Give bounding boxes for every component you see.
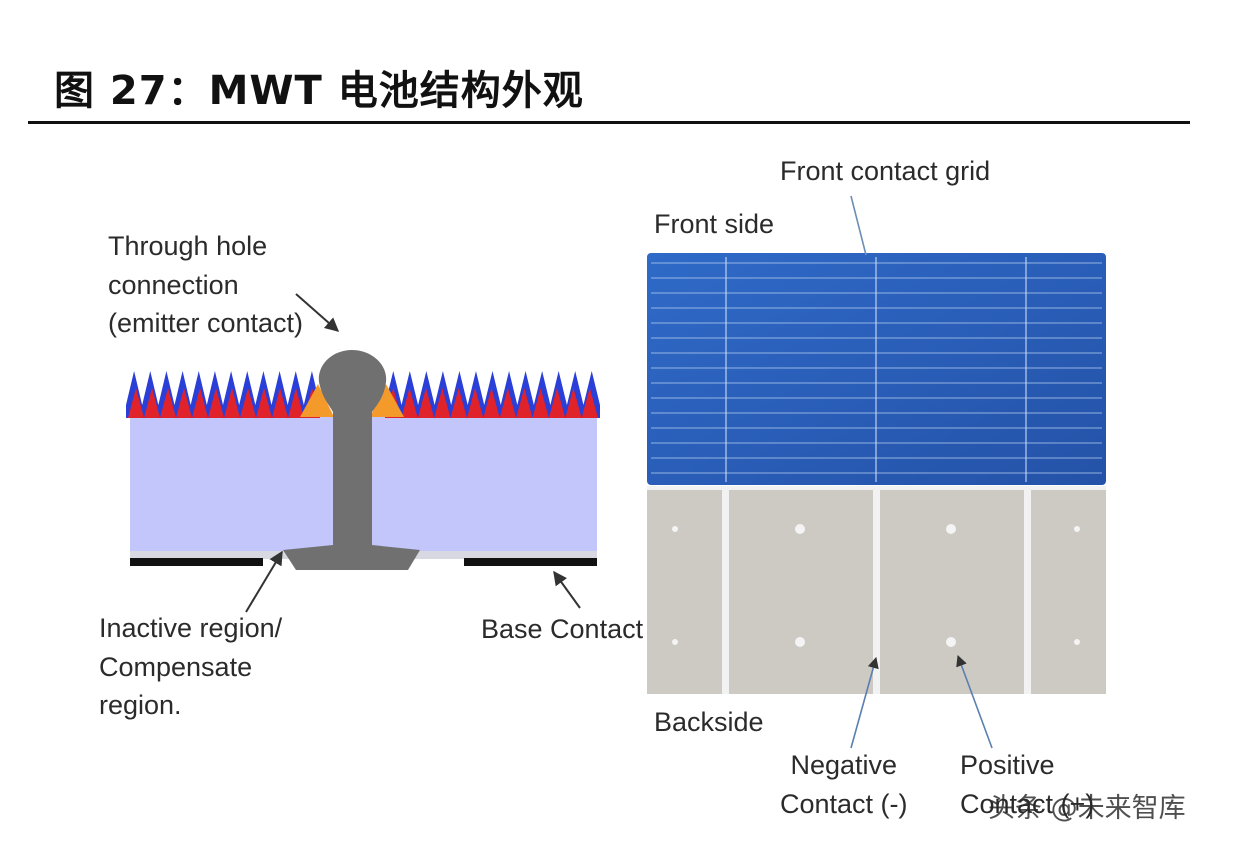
passivation-right: [370, 384, 404, 417]
front-grid-pointer: [850, 195, 867, 256]
positive-contact-label: Positive Contact (+): [960, 750, 1095, 819]
cell-cross-section: [126, 350, 600, 570]
positive-contact-arrow: [956, 654, 993, 749]
negative-contact-label: Negative Contact (-): [780, 750, 908, 819]
contact-dot: [795, 637, 805, 647]
base-contact-label: Base Contact: [481, 614, 644, 644]
contact-dot: [795, 524, 805, 534]
backside-panel: [647, 486, 1106, 694]
contact-dot: [672, 526, 678, 532]
inactive-region-label: Inactive region/ Compensate region.: [99, 613, 283, 720]
front-busbars: [725, 257, 1027, 482]
inactive-region-arrow: [245, 550, 283, 613]
base-contact-left: [130, 558, 263, 566]
front-contact-grid-label: Front contact grid: [780, 156, 991, 186]
base-contact-right: [464, 558, 597, 566]
emitter-red-layer: [128, 388, 598, 418]
watermark: 头条 @未来智库: [988, 793, 1186, 824]
backside-segment: [880, 490, 1024, 694]
contact-dot: [1074, 639, 1080, 645]
negative-contact-arrow: [850, 656, 879, 749]
base-contact-arrow: [553, 570, 581, 609]
contact-dot: [1074, 526, 1080, 532]
title-divider: [28, 121, 1190, 124]
passivation-left: [300, 384, 334, 417]
front-side-panel: [647, 253, 1106, 485]
front-side-label: Front side: [654, 209, 775, 239]
through-hole-arrow: [295, 293, 340, 332]
contact-dot: [672, 639, 678, 645]
contact-dot: [946, 524, 956, 534]
backside-segment: [1031, 490, 1106, 694]
backside-segment: [729, 490, 873, 694]
page-title: 图 27：MWT 电池结构外观: [54, 68, 584, 114]
backside-label: Backside: [654, 707, 764, 737]
through-hole-via: [283, 350, 420, 570]
backside-segment: [647, 490, 722, 694]
contact-dot: [946, 637, 956, 647]
through-hole-label: Through hole connection (emitter contact…: [108, 231, 304, 338]
